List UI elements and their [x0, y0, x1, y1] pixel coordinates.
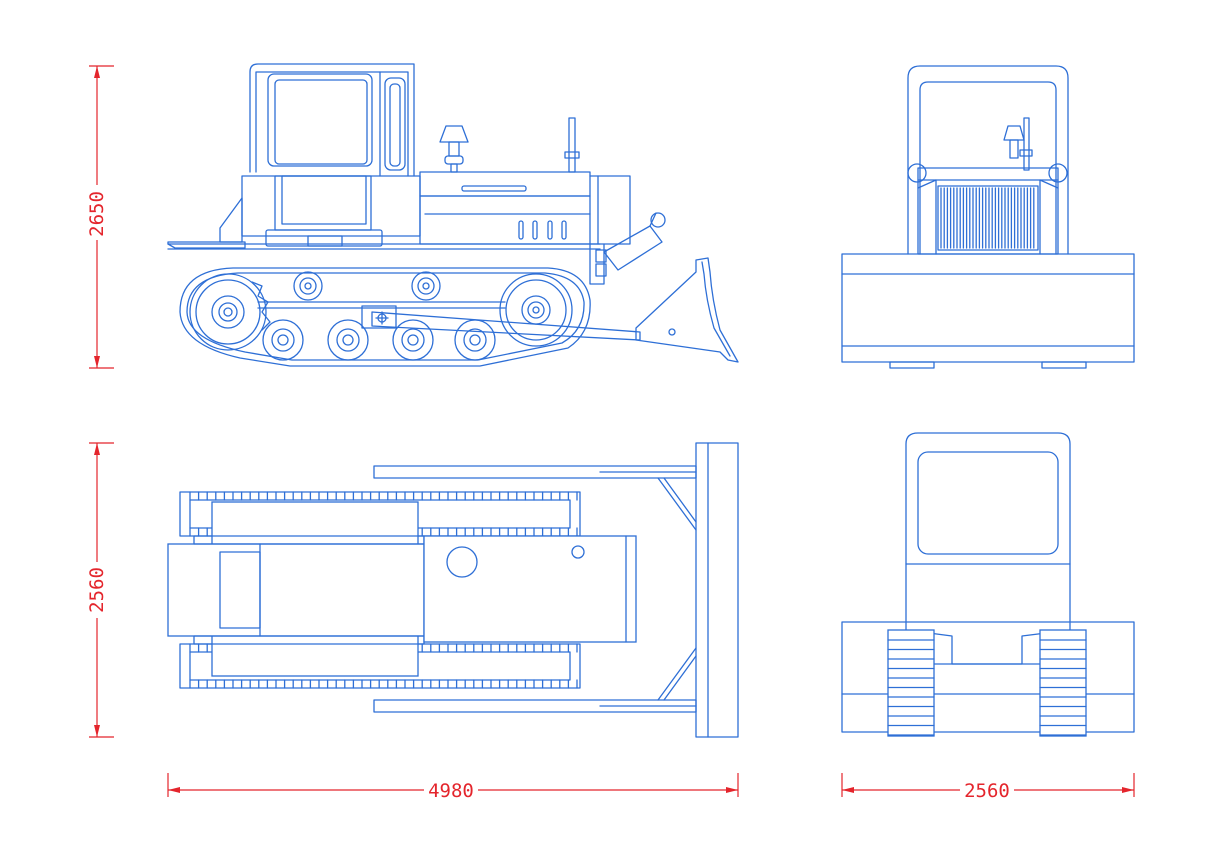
air-precleaner: [439, 125, 469, 173]
dimension-front-width: 2560: [841, 773, 1135, 802]
lift-cylinder: [603, 212, 666, 271]
right-track-rear: [1039, 629, 1087, 737]
carrier-rollers: [293, 271, 441, 301]
precleaner-top-icon: [446, 546, 478, 578]
side-view: [167, 63, 739, 367]
top-view: [167, 442, 739, 738]
dimension-label-2560-left: 2560: [86, 567, 108, 613]
dimension-overall-length: 4980: [167, 773, 739, 802]
dimension-side-height: 2650: [86, 65, 114, 369]
exhaust-stack: [564, 117, 580, 173]
left-track-rear: [887, 629, 935, 737]
front-view: [841, 65, 1135, 369]
sprocket-wheel: [189, 273, 271, 351]
dozer-blade: [635, 257, 739, 363]
rear-view: [841, 432, 1135, 737]
radiator-grille: [937, 185, 1039, 251]
dimension-top-width: 2560: [86, 442, 114, 738]
right-headlight-icon: [1048, 163, 1068, 183]
engine-hood: [241, 171, 631, 285]
left-headlight-icon: [907, 163, 927, 183]
dimension-label-2560-right: 2560: [964, 780, 1010, 802]
idler-wheel: [499, 273, 573, 347]
dimension-label-4980: 4980: [428, 780, 474, 802]
dimension-label-2650: 2650: [86, 191, 108, 237]
exhaust-top-icon: [571, 545, 585, 559]
cab: [249, 63, 415, 177]
track-rollers: [262, 319, 496, 361]
